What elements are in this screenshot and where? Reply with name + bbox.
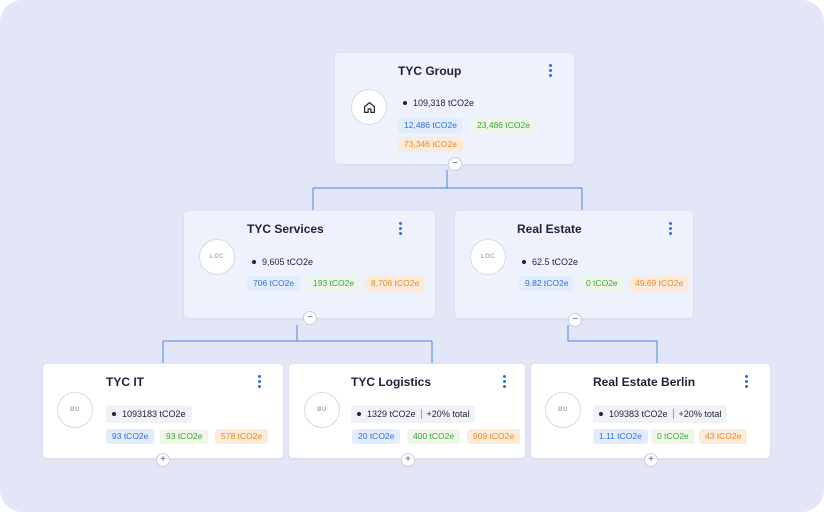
home-icon	[363, 101, 375, 113]
node-real-estate[interactable]: Real Estate LOC 62.5 tCO2e 9.82 tCO2e 0 …	[455, 211, 693, 318]
more-vertical-icon[interactable]	[666, 222, 676, 236]
scope1-badge: 20 tCO2e	[352, 429, 401, 444]
total-emissions: 62.5 tCO2e	[522, 253, 578, 271]
bullet-icon	[403, 101, 407, 105]
bullet-icon	[112, 412, 116, 416]
scope2-badge: 193 tCO2e	[307, 276, 361, 291]
scope1-badge: 706 tCO2e	[247, 276, 301, 291]
bullet-icon	[252, 260, 256, 264]
more-vertical-icon[interactable]	[396, 222, 406, 236]
node-tyc-logistics[interactable]: TYC Logistics BU 1329 tCO2e+20% total 20…	[289, 364, 525, 458]
more-vertical-icon[interactable]	[255, 375, 265, 389]
node-avatar: LOC	[199, 239, 235, 275]
scope1-badge: 9.82 tCO2e	[519, 276, 575, 291]
node-title: TYC IT	[106, 375, 144, 389]
expand-toggle[interactable]: +	[156, 453, 170, 467]
expand-toggle[interactable]: +	[644, 453, 658, 467]
node-title: Real Estate	[517, 222, 582, 236]
scope2-badge: 0 tCO2e	[580, 276, 624, 291]
total-emissions: 1329 tCO2e+20% total	[351, 405, 476, 423]
node-avatar	[351, 89, 387, 125]
more-vertical-icon[interactable]	[546, 64, 556, 78]
bullet-icon	[599, 412, 603, 416]
collapse-toggle[interactable]: −	[568, 313, 582, 327]
node-avatar: LOC	[470, 239, 506, 275]
scope1-badge: 1.11 tCO2e	[593, 429, 648, 444]
scope3-badge: 49.69 tCO2e	[629, 276, 690, 291]
scope2-badge: 93 tCO2e	[160, 429, 209, 444]
scope3-badge: 43 tCO2e	[699, 429, 748, 444]
total-emissions: 9,605 tCO2e	[252, 253, 313, 271]
node-real-estate-berlin[interactable]: Real Estate Berlin BU 109383 tCO2e+20% t…	[531, 364, 770, 458]
node-tyc-it[interactable]: TYC IT BU 1093183 tCO2e 93 tCO2e 93 tCO2…	[43, 364, 283, 458]
node-title: TYC Logistics	[351, 375, 432, 389]
collapse-toggle[interactable]: −	[448, 157, 462, 171]
more-vertical-icon[interactable]	[742, 375, 752, 389]
scope1-badge: 12,486 tCO2e	[398, 118, 463, 133]
more-vertical-icon[interactable]	[500, 375, 510, 389]
scope1-badge: 93 tCO2e	[106, 429, 155, 444]
node-avatar: BU	[545, 392, 581, 428]
collapse-toggle[interactable]: −	[303, 311, 317, 325]
change-indicator: +20% total	[678, 409, 722, 419]
node-title: TYC Group	[398, 64, 462, 78]
total-emissions: 109,318 tCO2e	[403, 94, 474, 112]
node-avatar: BU	[57, 392, 93, 428]
total-emissions: 109383 tCO2e+20% total	[593, 405, 728, 423]
scope3-badge: 73,346 tCO2e	[398, 137, 463, 152]
node-tyc-services[interactable]: TYC Services LOC 9,605 tCO2e 706 tCO2e 1…	[184, 211, 435, 318]
change-indicator: +20% total	[426, 409, 470, 419]
scope3-badge: 578 tCO2e	[215, 429, 269, 444]
scope3-badge: 8,706 tCO2e	[365, 276, 426, 291]
total-emissions: 1093183 tCO2e	[106, 405, 192, 423]
bullet-icon	[522, 260, 526, 264]
scope2-badge: 23,486 tCO2e	[471, 118, 536, 133]
scope3-badge: 909 tCO2e	[467, 429, 521, 444]
node-avatar: BU	[304, 392, 340, 428]
bullet-icon	[357, 412, 361, 416]
node-title: TYC Services	[247, 222, 324, 236]
scope2-badge: 0 tCO2e	[651, 429, 695, 444]
expand-toggle[interactable]: +	[401, 453, 415, 467]
scope2-badge: 400 tCO2e	[407, 429, 461, 444]
node-title: Real Estate Berlin	[593, 375, 696, 389]
node-tyc-group[interactable]: TYC Group 109,318 tCO2e 12,486 tCO2e 23,…	[335, 53, 574, 164]
